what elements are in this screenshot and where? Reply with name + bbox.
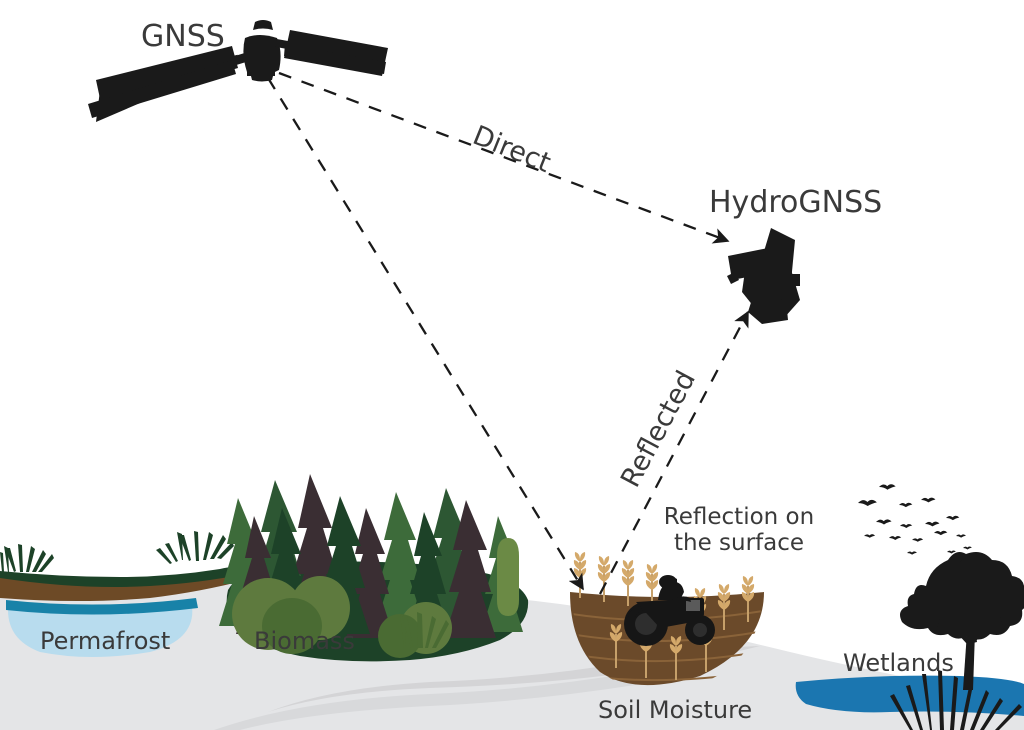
permafrost-label: Permafrost <box>40 627 171 655</box>
wetlands-label: Wetlands <box>843 649 954 677</box>
soil-moisture-label: Soil Moisture <box>598 696 753 724</box>
hydrognss-label: HydroGNSS <box>709 185 883 220</box>
wetlands-area <box>795 484 1024 730</box>
hydrognss-satellite-icon <box>727 228 800 324</box>
grass-tuft-right <box>156 531 234 564</box>
direct-path <box>278 71 730 244</box>
forest-grass <box>400 612 449 648</box>
reflected-path <box>598 310 750 595</box>
wetland-tree-icon <box>900 552 1024 690</box>
biomass-label: Biomass <box>254 627 355 655</box>
incident-path <box>267 77 584 591</box>
bird-flock-icon <box>858 484 982 563</box>
soil-moisture-field <box>570 552 764 686</box>
wetland-reeds <box>890 670 1022 730</box>
biomass-forest <box>219 474 529 662</box>
permafrost-block <box>0 531 246 657</box>
gnss-satellite-icon <box>88 20 388 122</box>
tractor-icon <box>624 575 715 646</box>
grass-tuft-left <box>0 544 54 572</box>
reflection-surface-label: Reflection on the surface <box>663 504 815 557</box>
gnss-label: GNSS <box>141 19 225 54</box>
signal-paths <box>267 71 750 595</box>
